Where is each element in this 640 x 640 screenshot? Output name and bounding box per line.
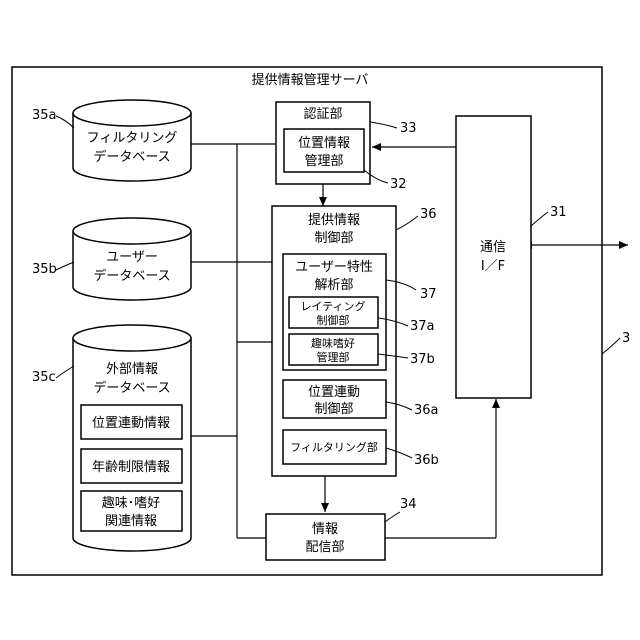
distribution-leader [385,512,400,522]
analysis-line2: 解析部 [314,278,353,293]
server-ref-leader [602,338,620,354]
rating-line2: 制御部 [317,313,350,327]
analysis-ref: 37 [420,287,437,302]
distribution-line1: 情報 [312,522,338,537]
location-link-ref: 36a [414,403,439,418]
location-info-line1: 位置情報 [298,136,350,151]
location-info-ref: 32 [390,177,407,192]
external-db-line2: データベース [93,380,170,396]
external-db-line1: 外部情報 [106,362,158,377]
server-ref: 3 [622,331,630,346]
auth-ref-leader [370,122,397,128]
comm-ref-leader [531,212,548,226]
external-db-ref: 35c [32,370,56,385]
external-item-3a: 趣味･嗜好 [102,496,161,511]
control-ref-leader [396,216,418,230]
hobby-line1: 趣味嗜好 [311,336,355,350]
filtering-database: フィルタリング データベース [73,100,191,181]
user-db-line2: データベース [93,268,170,284]
hobby-line2: 管理部 [317,350,350,364]
comm-ref: 31 [550,205,567,220]
filtering-db-ref: 35a [32,108,57,123]
user-database: ユーザー データベース [73,218,191,300]
user-db-line1: ユーザー [106,250,158,265]
external-item-1: 位置連動情報 [92,416,170,431]
filtering-unit-label: フィルタリング部 [290,440,378,454]
comm-interface [456,116,531,398]
user-db-leader [56,262,74,270]
control-unit-line1: 提供情報 [308,212,360,228]
location-info-line2: 管理部 [304,154,343,169]
filtering-db-line1: フィルタリング [87,131,178,146]
hobby-ref: 37b [410,352,435,367]
external-db-leader [56,366,74,378]
filtering-db-leader [56,116,74,128]
comm-line2: I／F [481,259,505,274]
comm-line1: 通信 [480,240,506,255]
control-unit-line2: 制御部 [314,231,353,246]
filtering-unit-ref: 36b [414,453,439,468]
external-item-3b: 関連情報 [105,514,157,529]
auth-unit-label: 認証部 [303,106,342,122]
location-link-line2: 制御部 [314,402,353,417]
server-label: 提供情報管理サーバ [252,72,369,88]
distribution-line2: 配信部 [305,540,344,555]
external-item-2: 年齢制限情報 [92,460,170,475]
rating-line1: レイティング [300,299,365,313]
rating-ref: 37a [410,319,435,334]
filtering-db-line2: データベース [93,149,170,165]
location-link-line1: 位置連動 [308,385,360,400]
control-ref: 36 [420,207,437,222]
user-db-ref: 35b [32,262,57,277]
external-database: 外部情報 データベース 位置連動情報 年齢制限情報 趣味･嗜好 関連情報 [73,325,191,551]
analysis-line1: ユーザー特性 [295,260,373,275]
distribution-ref: 34 [400,497,417,512]
auth-ref: 33 [400,121,417,136]
